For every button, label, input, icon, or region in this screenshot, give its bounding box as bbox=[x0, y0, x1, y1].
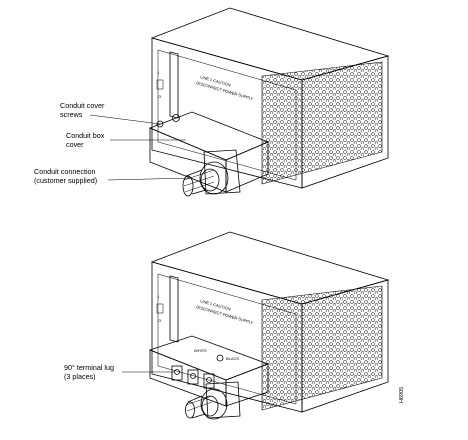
top-power-supply: I O LINE 1 CAUTION DISCONNECT POWER SUPP… bbox=[148, 7, 390, 197]
terminal-lug-icon bbox=[187, 369, 199, 385]
power-switch: I O bbox=[156, 294, 164, 323]
svg-text:90° terminal lug: 90° terminal lug bbox=[64, 363, 114, 372]
callout-cover-screws: Conduit cover screws bbox=[60, 101, 161, 125]
conduit-fitting bbox=[182, 149, 241, 197]
callout-connection: Conduit connection (customer supplied) bbox=[34, 167, 193, 185]
caution-label: LINE 1 CAUTION DISCONNECT POWER SUPPLY bbox=[196, 298, 255, 325]
ground-screw-icon bbox=[216, 354, 224, 362]
svg-text:Conduit connection: Conduit connection bbox=[34, 167, 96, 176]
power-switch: I O bbox=[156, 70, 164, 99]
cover-screw-icon bbox=[156, 120, 164, 128]
svg-text:screws: screws bbox=[60, 110, 83, 119]
vent-grille bbox=[261, 285, 383, 411]
callout-terminal-lug: 90° terminal lug (3 places) bbox=[64, 363, 174, 381]
svg-text:I: I bbox=[158, 294, 159, 299]
terminal-block: WHITE BLACK bbox=[148, 335, 270, 407]
svg-text:Conduit box: Conduit box bbox=[66, 131, 105, 140]
bottom-power-supply: I O LINE 1 CAUTION DISCONNECT POWER SUPP… bbox=[148, 231, 390, 420]
conduit-box-cover bbox=[148, 111, 270, 193]
svg-text:Conduit cover: Conduit cover bbox=[60, 101, 105, 110]
terminal-lug-icon bbox=[171, 365, 183, 381]
svg-text:O: O bbox=[158, 94, 161, 99]
caution-label: LINE 1 CAUTION DISCONNECT POWER SUPPLY bbox=[196, 74, 255, 101]
svg-text:(customer supplied): (customer supplied) bbox=[34, 176, 97, 185]
vent-grille bbox=[261, 61, 383, 185]
svg-text:O: O bbox=[158, 318, 161, 323]
conduit-fitting bbox=[185, 381, 241, 420]
svg-text:BLACK: BLACK bbox=[226, 356, 239, 361]
svg-text:(3 places): (3 places) bbox=[64, 372, 96, 381]
cover-screw-icon bbox=[172, 114, 180, 122]
svg-text:WHITE: WHITE bbox=[194, 348, 207, 353]
figure-id: H6905 bbox=[399, 387, 405, 403]
svg-text:I: I bbox=[158, 70, 159, 75]
svg-text:cover: cover bbox=[66, 140, 84, 149]
callout-box-cover: Conduit box cover bbox=[66, 131, 186, 149]
terminal-lug-icon bbox=[203, 373, 215, 389]
